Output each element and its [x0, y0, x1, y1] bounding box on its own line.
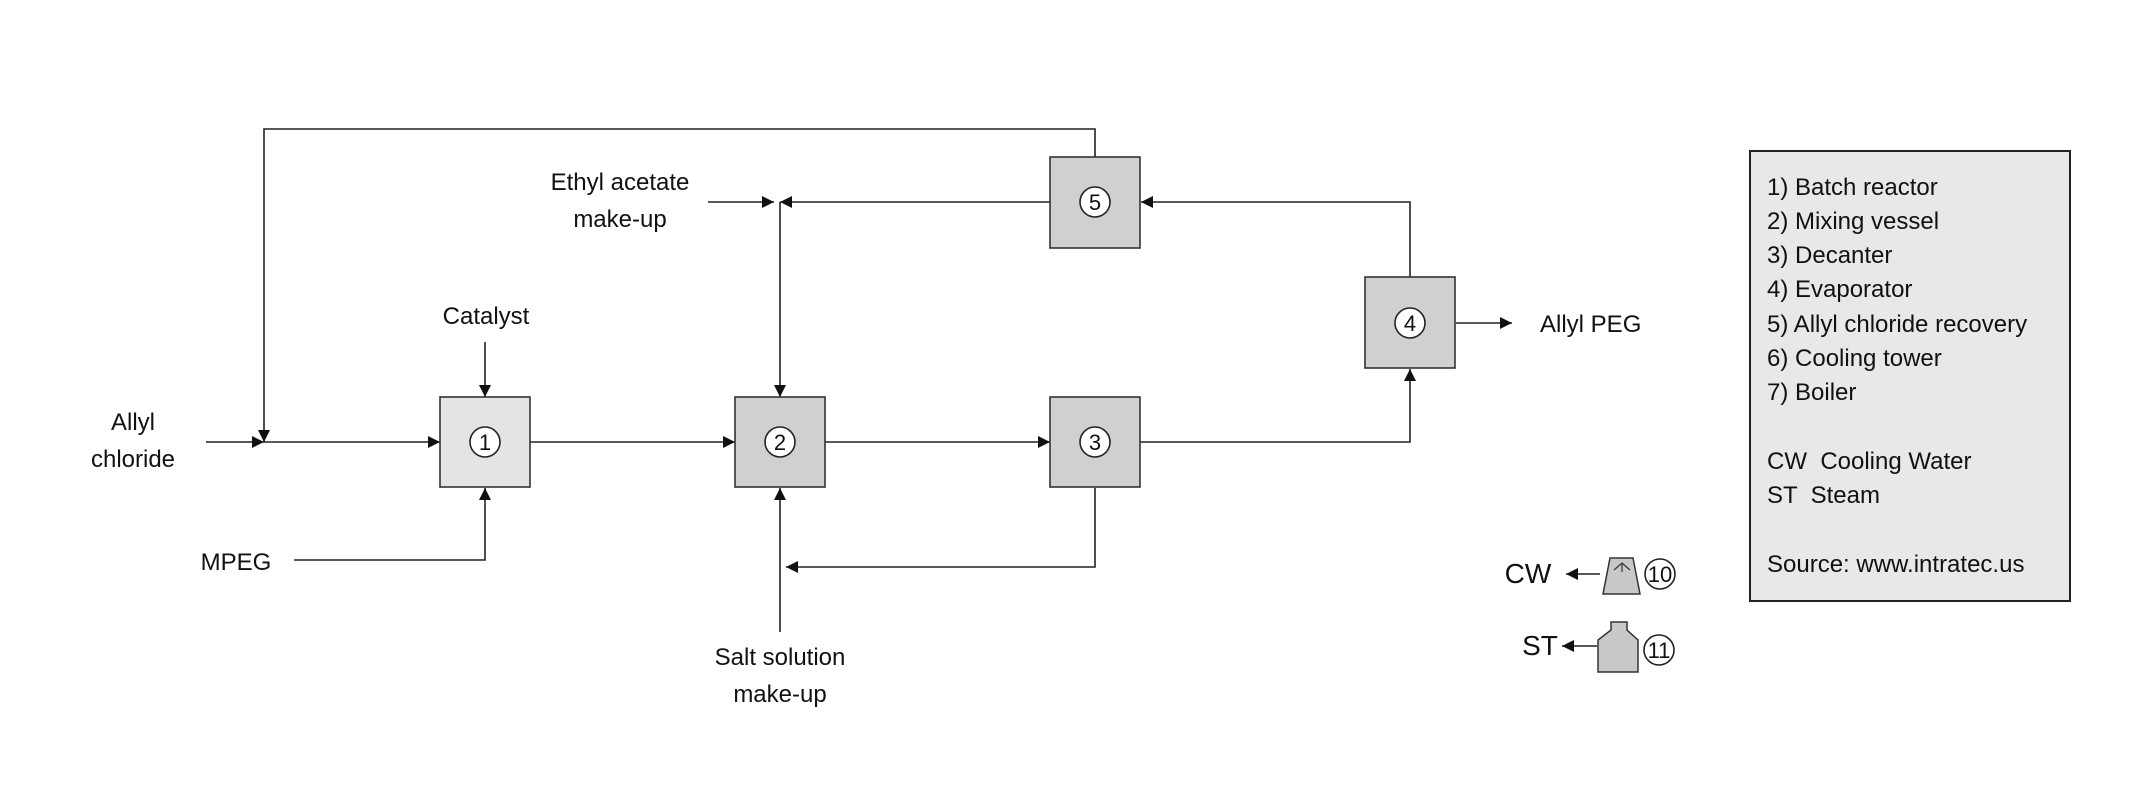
- allyl-chloride-recycle-line: [258, 128, 1096, 442]
- utility-cw: CW 10: [1505, 557, 1676, 595]
- unit-5-number: 5: [1089, 190, 1101, 215]
- legend-item-5: 5) Allyl chloride recovery: [1767, 311, 2027, 338]
- mpeg-line: [294, 488, 491, 561]
- unit-4-circle: [1394, 307, 1426, 339]
- utility-10-circle: [1644, 558, 1676, 590]
- salt-recycle-line: [786, 488, 1096, 573]
- allyl-chloride-label-line2: chloride: [91, 446, 175, 473]
- unit-1-number: 1: [479, 430, 491, 455]
- unit-2-number: 2: [774, 430, 786, 455]
- legend-item-6: 6) Cooling tower: [1767, 345, 1942, 372]
- unit-5-circle: [1079, 186, 1111, 218]
- legend-abbrev-cw: CW Cooling Water: [1767, 448, 1972, 475]
- unit-3: 3: [1049, 396, 1141, 488]
- salt-solution-label-line2: make-up: [733, 681, 826, 708]
- allyl-chloride-label-line1: Allyl: [111, 409, 155, 436]
- legend-item-4: 4) Evaporator: [1767, 276, 1912, 303]
- st-label: ST: [1522, 630, 1558, 661]
- legend-background: [1749, 150, 2071, 602]
- unit-1: 1: [439, 396, 531, 488]
- utility-11-number: 11: [1648, 638, 1671, 663]
- legend-item-3: 3) Decanter: [1767, 242, 1892, 269]
- mpeg-label: MPEG: [201, 549, 272, 576]
- legend-abbrev-st: ST Steam: [1767, 482, 1880, 509]
- legend-source: Source: www.intratec.us: [1767, 551, 2024, 578]
- stream-labels: Allyl chloride Catalyst MPEG Ethyl aceta…: [91, 169, 1641, 708]
- flow-lines: [206, 128, 1600, 652]
- utility-10-number: 10: [1648, 562, 1672, 587]
- ethyl-acetate-label-line2: make-up: [573, 206, 666, 233]
- utility-st: ST 11: [1522, 621, 1675, 673]
- boiler-icon: [1597, 621, 1639, 673]
- cw-label: CW: [1505, 558, 1552, 589]
- legend-item-7: 7) Boiler: [1767, 379, 1856, 406]
- salt-solution-label-line1: Salt solution: [715, 644, 846, 671]
- legend-item-1: 1) Batch reactor: [1767, 174, 1938, 201]
- allyl-peg-label: Allyl PEG: [1540, 311, 1641, 338]
- unit4-to-unit5-line: [1141, 196, 1411, 277]
- unit-4-number: 4: [1404, 311, 1416, 336]
- cooling-tower-icon: [1602, 557, 1641, 595]
- legend-box: 1) Batch reactor 2) Mixing vessel 3) Dec…: [1749, 150, 2071, 602]
- unit3-to-unit4-line: [1140, 369, 1416, 443]
- utility-11-circle: [1643, 634, 1675, 666]
- unit-3-number: 3: [1089, 430, 1101, 455]
- unit-3-circle: [1079, 426, 1111, 458]
- catalyst-label: Catalyst: [443, 303, 530, 330]
- unit-2: 2: [734, 396, 826, 488]
- unit-1-circle: [469, 426, 501, 458]
- unit-5: 5: [1049, 156, 1141, 249]
- unit-2-circle: [764, 426, 796, 458]
- ethyl-acetate-label-line1: Ethyl acetate: [551, 169, 690, 196]
- legend-item-2: 2) Mixing vessel: [1767, 208, 1939, 235]
- unit-4: 4: [1364, 276, 1456, 369]
